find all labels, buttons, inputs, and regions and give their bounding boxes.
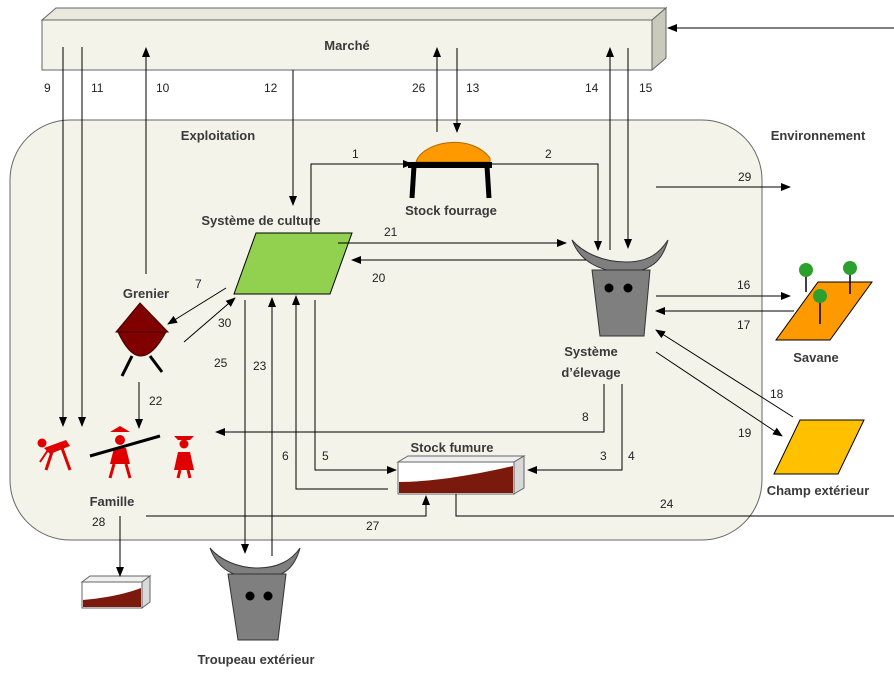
arrow-4 [527,384,623,474]
family-label: Famille [90,494,135,509]
manure-stock-label: Stock fumure [410,440,493,455]
outside-herd-label: Troupeau extérieur [197,652,314,667]
market-box [40,6,668,72]
flow-number-1: 1 [352,147,359,161]
farm-area [9,119,763,541]
manure-stock-icon [396,455,526,495]
arrow-18 [655,329,794,418]
crop-field-icon [233,232,353,295]
arrow-1 [310,160,413,232]
arrow-27 [146,495,430,517]
flow-number-22: 22 [149,394,163,408]
arrow-24 [455,494,894,517]
flow-number-25: 25 [214,356,228,370]
arrow-2 [489,163,602,251]
granary-icon [114,302,170,377]
market-label: Marché [324,38,370,53]
environment-label: Environnement [771,128,866,143]
flow-number-24: 24 [660,497,674,511]
outside-herd-icon [209,547,301,641]
flow-number-14: 14 [585,81,599,95]
fodder-stock-label: Stock fourrage [405,203,497,218]
savanna-icon [775,261,873,341]
arrow-19 [655,351,783,437]
fodder-stock-icon [408,141,492,199]
cropping-system-label: Système de culture [201,213,320,228]
flow-number-23: 23 [253,359,267,373]
flow-number-3: 3 [600,449,607,463]
livestock-system-label-2: d’élevage [561,365,620,380]
flow-number-20: 20 [372,271,386,285]
flow-number-12: 12 [264,81,278,95]
flow-number-28: 28 [92,515,106,529]
flow-numbers: 9 11 10 12 26 13 14 15 1 2 29 21 20 16 1… [44,81,784,533]
savanna-label: Savane [793,350,839,365]
livestock-system-label-1: Système [564,344,617,359]
outside-field-label: Champ extérieur [767,483,870,498]
flow-number-11: 11 [91,81,104,95]
flow-number-9: 9 [44,81,51,95]
granary-label: Grenier [123,286,169,301]
flow-number-21: 21 [384,225,398,239]
flow-number-17: 17 [737,318,751,332]
flow-arrows [59,24,894,577]
flow-number-10: 10 [156,81,170,95]
arrow-30 [183,297,236,343]
manure-output-icon [80,575,152,609]
flow-number-4: 4 [628,449,635,463]
cow-head-icon [571,239,669,337]
flow-number-2: 2 [545,147,552,161]
flow-number-16: 16 [737,278,751,292]
outside-field-icon [773,419,865,475]
flow-number-27: 27 [366,519,380,533]
arrow-7 [167,287,227,325]
flow-number-30: 30 [218,316,232,330]
family-icon [37,426,194,479]
flow-number-29: 29 [738,170,752,184]
farm-label: Exploitation [181,128,255,143]
flow-number-7: 7 [195,277,202,291]
flow-number-8: 8 [582,410,589,424]
flow-number-6: 6 [282,449,289,463]
flow-number-18: 18 [770,387,784,401]
flow-number-19: 19 [738,426,752,440]
arrow-6 [292,295,388,490]
flow-number-13: 13 [466,81,480,95]
flow-number-26: 26 [412,81,426,95]
flow-number-5: 5 [322,449,329,463]
arrow-8 [215,384,605,436]
arrow-5 [314,300,397,474]
flow-number-15: 15 [639,81,653,95]
